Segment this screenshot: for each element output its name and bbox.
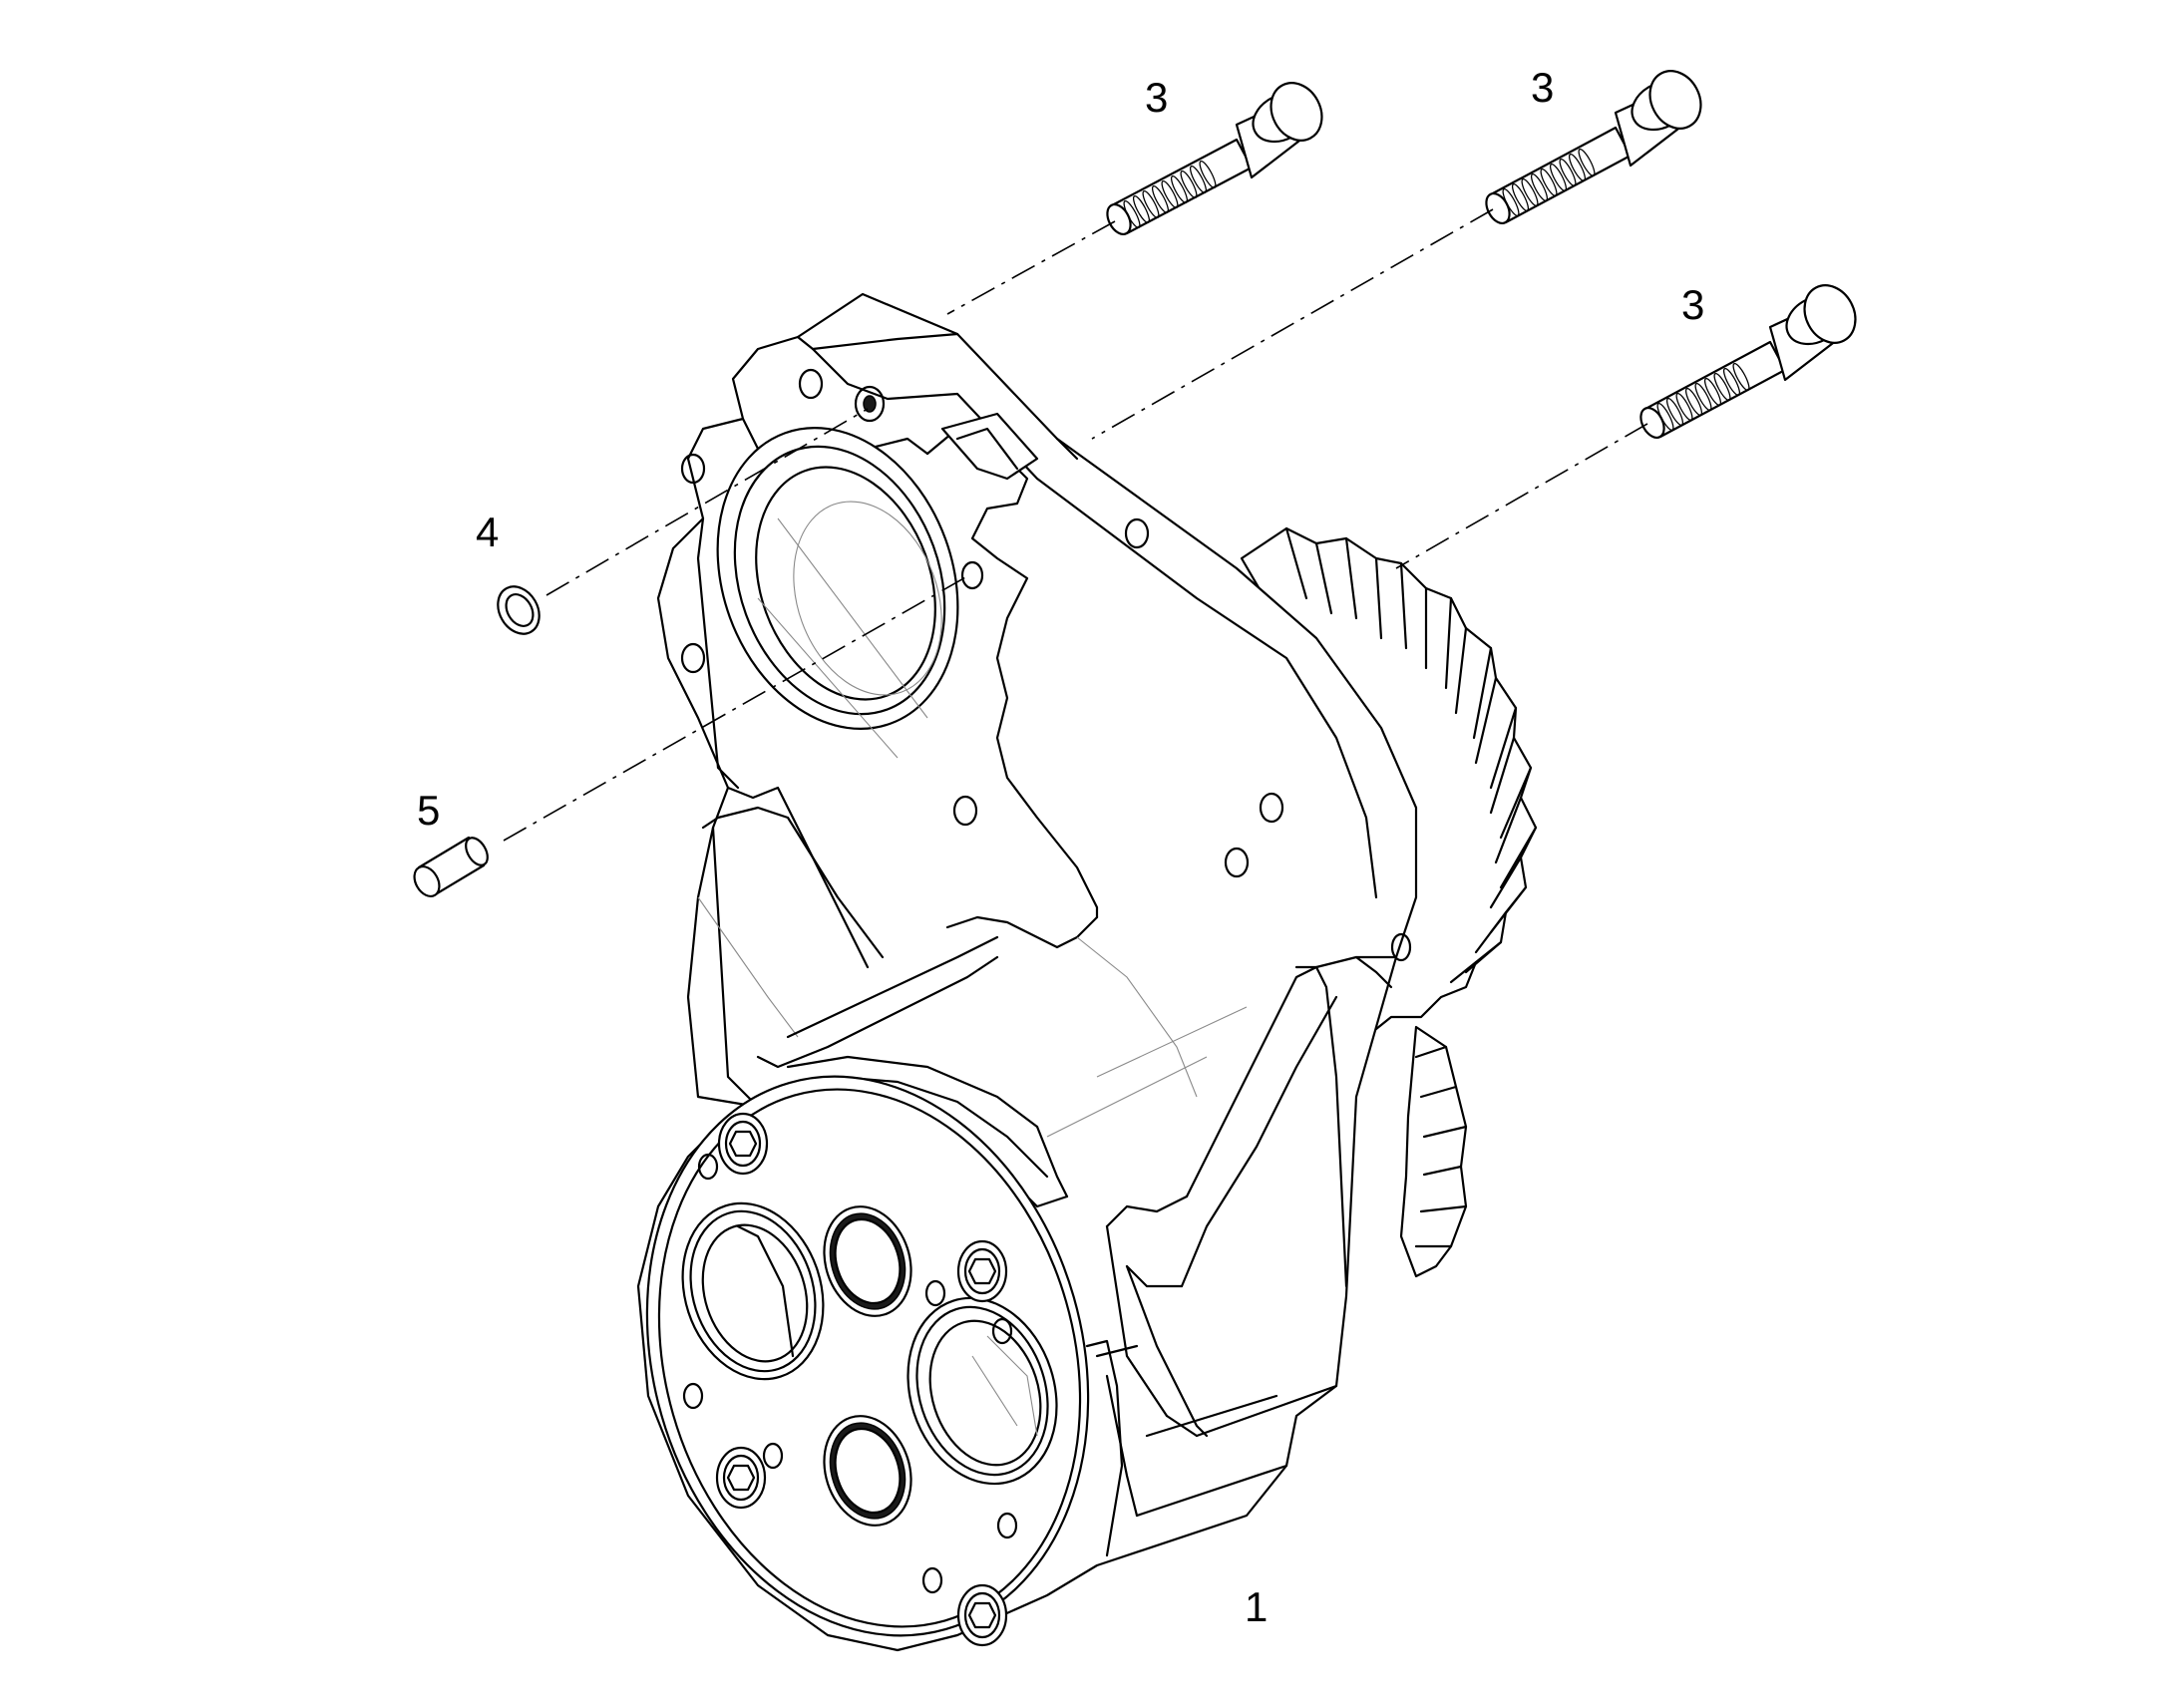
callout-part-3-top-right: 3 xyxy=(1531,64,1554,111)
gear-teeth xyxy=(1284,526,1538,984)
callout-part-1: 1 xyxy=(1245,1583,1268,1630)
dowel-pin-5 xyxy=(413,836,489,898)
callout-part-5: 5 xyxy=(417,787,440,834)
face-socket-screw xyxy=(956,1583,1008,1647)
face-socket-screw xyxy=(717,1112,769,1176)
sealing-ring-4 xyxy=(497,585,541,635)
callout-part-3-top-left: 3 xyxy=(1145,74,1168,121)
face-socket-screw xyxy=(956,1239,1008,1303)
face-socket-screw xyxy=(715,1446,767,1510)
callout-part-3-right: 3 xyxy=(1681,281,1704,328)
pump-housing xyxy=(636,292,1418,1652)
bolt-3a xyxy=(1106,82,1323,235)
bolt-3b xyxy=(1485,70,1702,224)
callout-part-4: 4 xyxy=(476,509,499,555)
pinion-teeth xyxy=(1414,1045,1468,1248)
bolt-3c xyxy=(1639,284,1857,439)
assembly-lines xyxy=(503,208,1648,842)
